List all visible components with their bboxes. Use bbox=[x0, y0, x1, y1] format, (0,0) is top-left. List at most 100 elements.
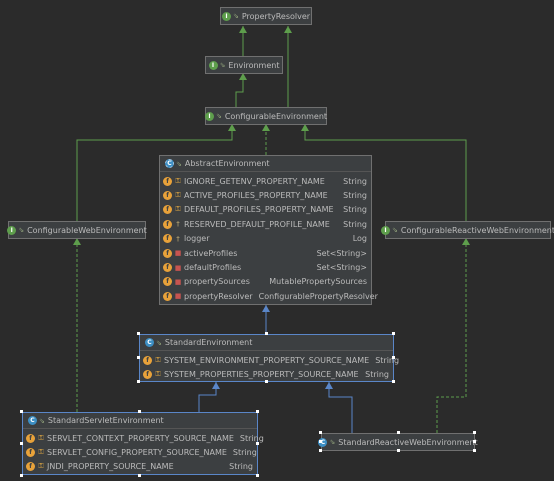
field-icon: f bbox=[163, 205, 172, 215]
field-list: f⚿SYSTEM_ENVIRONMENT_PROPERTY_SOURCE_NAM… bbox=[140, 351, 399, 384]
node-configurablereactivewebenvironment[interactable]: I ⇘ ConfigurableReactiveWebEnvironment bbox=[381, 221, 554, 239]
key-icon: ⚿ bbox=[155, 355, 161, 364]
link-icon: ⇘ bbox=[329, 438, 336, 446]
field-name: activeProfiles bbox=[184, 248, 238, 258]
selection-handle[interactable] bbox=[256, 410, 259, 413]
selection-handle[interactable] bbox=[397, 449, 400, 452]
field-type: String bbox=[343, 176, 367, 186]
field-row[interactable]: f⚿SYSTEM_ENVIRONMENT_PROPERTY_SOURCE_NAM… bbox=[140, 353, 399, 367]
selection-handle[interactable] bbox=[20, 474, 23, 477]
edge-standardreactivewebenvironment-extends-standardenvironment bbox=[325, 382, 353, 433]
field-type: String bbox=[239, 433, 264, 443]
selection-handle[interactable] bbox=[319, 449, 322, 452]
field-name: RESERVED_DEFAULT_PROFILE_NAME bbox=[184, 219, 330, 229]
field-name: SYSTEM_PROPERTIES_PROPERTY_SOURCE_NAME bbox=[164, 370, 359, 380]
edge-standardreactivewebenvironment-implements-configurablereactivewebenvironment bbox=[436, 238, 470, 433]
field-icon: f bbox=[163, 277, 172, 287]
class-icon: C bbox=[28, 416, 37, 425]
link-icon: ⇘ bbox=[39, 416, 45, 425]
key-icon: ⚿ bbox=[38, 448, 44, 457]
node-standardservletenvironment[interactable]: C ⇘ StandardServletEnvironment f⚿SERVLET… bbox=[22, 412, 264, 476]
field-icon: f bbox=[26, 433, 35, 443]
field-type: Set<String> bbox=[316, 248, 367, 258]
lock-icon: ■ bbox=[174, 277, 182, 286]
selection-handle[interactable] bbox=[473, 440, 476, 443]
selection-handle[interactable] bbox=[265, 380, 268, 383]
field-name: SERVLET_CONTEXT_PROPERTY_SOURCE_NAME bbox=[47, 433, 234, 443]
interface-icon: I bbox=[7, 225, 17, 235]
edge-configurableenvironment-extends-environment bbox=[235, 73, 247, 107]
field-icon: f bbox=[163, 263, 172, 273]
selection-handle[interactable] bbox=[473, 431, 476, 434]
field-icon: f bbox=[26, 448, 35, 458]
field-icon: f bbox=[163, 291, 172, 301]
field-type: String bbox=[343, 205, 367, 215]
link-icon: ⇘ bbox=[215, 112, 222, 120]
selection-handle[interactable] bbox=[319, 431, 322, 434]
selection-handle[interactable] bbox=[392, 332, 395, 335]
key-icon: ⚿ bbox=[175, 191, 181, 200]
selection-handle[interactable] bbox=[137, 380, 140, 383]
link-icon: ⇘ bbox=[176, 159, 182, 168]
node-propertyresolver[interactable]: I ⇘ PropertyResolver bbox=[220, 7, 312, 25]
selection-handle[interactable] bbox=[20, 410, 23, 413]
field-name: logger bbox=[184, 234, 210, 244]
edge-configurablewebenvironment-extends-configurableenvironment bbox=[76, 124, 236, 221]
lock-icon: ■ bbox=[174, 263, 182, 272]
key-icon: ⚿ bbox=[38, 433, 44, 442]
field-icon: f bbox=[163, 176, 172, 186]
selection-handle[interactable] bbox=[473, 449, 476, 452]
field-row[interactable]: f⚿SYSTEM_PROPERTIES_PROPERTY_SOURCE_NAME… bbox=[140, 367, 393, 381]
selection-handle[interactable] bbox=[392, 356, 395, 359]
pin-icon: † bbox=[176, 234, 180, 243]
selection-handle[interactable] bbox=[137, 332, 140, 335]
field-row[interactable]: f⚿SERVLET_CONTEXT_PROPERTY_SOURCE_NAME St… bbox=[23, 431, 264, 445]
field-icon: f bbox=[163, 248, 172, 258]
node-configurablewebenvironment[interactable]: I ⇘ ConfigurableWebEnvironment bbox=[7, 221, 147, 239]
selection-handle[interactable] bbox=[20, 442, 23, 445]
selection-handle[interactable] bbox=[256, 474, 259, 477]
selection-handle[interactable] bbox=[256, 442, 259, 445]
selection-handle[interactable] bbox=[392, 380, 395, 383]
field-icon: f bbox=[163, 234, 172, 244]
node-standardenvironment[interactable]: C ⇘ StandardEnvironment f⚿SYSTEM_ENVIRON… bbox=[139, 334, 399, 384]
field-name: ACTIVE_PROFILES_PROPERTY_NAME bbox=[184, 191, 328, 201]
field-name: IGNORE_GETENV_PROPERTY_NAME bbox=[184, 176, 325, 186]
field-name: propertyResolver bbox=[184, 291, 253, 301]
field-type: ConfigurablePropertyResolver bbox=[258, 291, 378, 301]
selection-handle[interactable] bbox=[137, 356, 140, 359]
field-name: DEFAULT_PROFILES_PROPERTY_NAME bbox=[184, 205, 334, 215]
pin-icon: † bbox=[176, 220, 180, 229]
interface-icon: I bbox=[204, 111, 214, 121]
edge-configurablereactivewebenvironment-extends-configurableenvironment bbox=[301, 124, 467, 221]
field-icon: f bbox=[143, 370, 152, 380]
node-title: ConfigurableReactiveWebEnvironment bbox=[400, 225, 554, 235]
node-title: Environment bbox=[228, 60, 280, 70]
selection-handle[interactable] bbox=[265, 332, 268, 335]
field-icon: f bbox=[26, 462, 35, 472]
field-icon: f bbox=[163, 219, 172, 229]
class-icon: C bbox=[145, 338, 154, 347]
selection-handle[interactable] bbox=[138, 474, 141, 477]
link-icon: ⇘ bbox=[219, 61, 226, 69]
selection-handle[interactable] bbox=[397, 431, 400, 434]
key-icon: ⚿ bbox=[38, 462, 44, 471]
node-abstractenvironment[interactable]: C ⇘ AbstractEnvironment f⚿IGNORE_GETENV_… bbox=[159, 155, 378, 305]
selection-handle[interactable] bbox=[138, 410, 141, 413]
field-type: String bbox=[375, 355, 400, 365]
selection-handle[interactable] bbox=[319, 440, 322, 443]
node-environment[interactable]: I ⇘ Environment bbox=[205, 56, 283, 74]
node-configurableenvironment[interactable]: I ⇘ ConfigurableEnvironment bbox=[204, 107, 327, 125]
